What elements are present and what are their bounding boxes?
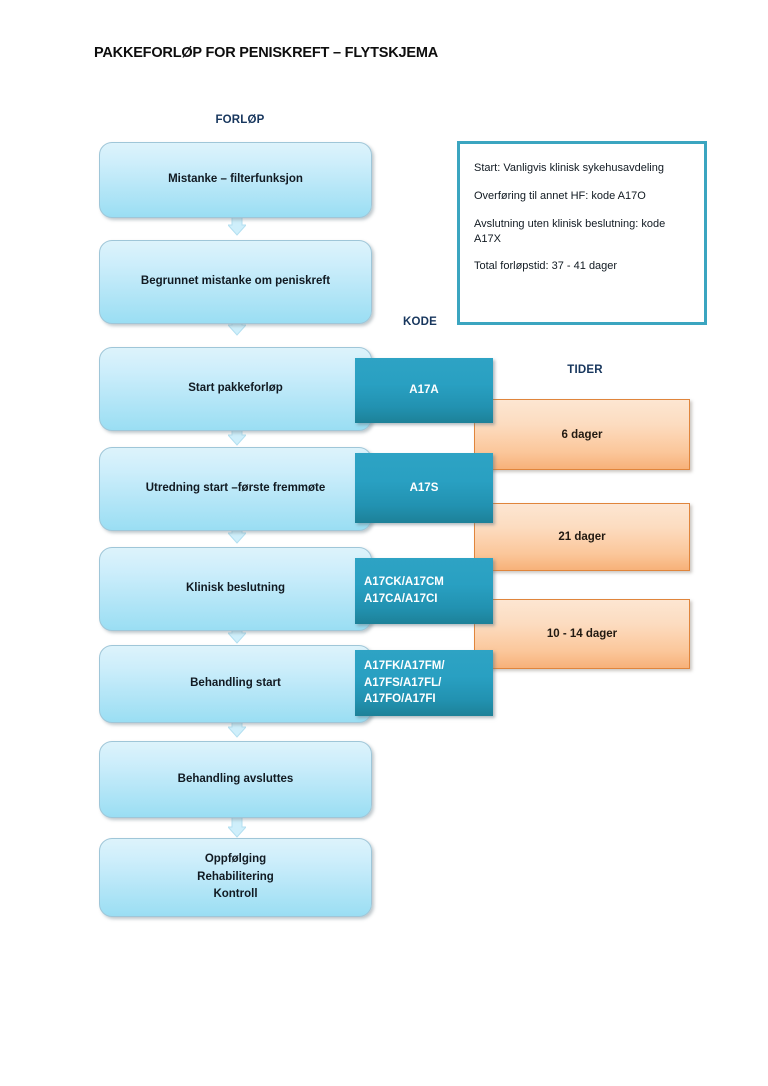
info-line-overforing: Overføring til annet HF: kode A17O (474, 189, 646, 202)
process-label: Behandling avsluttes (177, 772, 294, 785)
time-box-6-dager[interactable]: 6 dager (474, 399, 690, 470)
process-box-oppfolging[interactable]: Oppfølging Rehabilitering Kontroll (99, 838, 372, 917)
process-box-mistanke[interactable]: Mistanke – filterfunksjon (99, 142, 372, 218)
process-label: Behandling start (190, 677, 281, 690)
column-header-tider: TIDER (567, 364, 603, 376)
process-label: Start pakkeforløp (188, 382, 283, 395)
time-label: 10 - 14 dager (546, 628, 618, 640)
process-box-klinisk-beslutning[interactable]: Klinisk beslutning (99, 547, 372, 631)
time-box-10-14-dager[interactable]: 10 - 14 dager (474, 599, 690, 669)
code-label: A17S (409, 481, 439, 494)
process-box-utredning-start[interactable]: Utredning start –første fremmøte (99, 447, 372, 531)
code-box-a17s[interactable]: A17S (355, 453, 493, 523)
info-line-avslutning: Avslutning uten klinisk beslutning: kode… (474, 217, 666, 245)
code-box-behandling-koder[interactable]: A17FK/A17FM/ A17FS/A17FL/ A17FO/A17FI (355, 650, 493, 716)
code-label: A17CK/A17CM A17CA/A17CI (364, 576, 444, 605)
process-label: Klinisk beslutning (185, 582, 286, 595)
process-label: Begrunnet mistanke om peniskreft (140, 275, 331, 288)
process-box-start-pakkeforlop[interactable]: Start pakkeforløp (99, 347, 372, 431)
column-header-kode: KODE (402, 316, 438, 328)
code-box-klinisk-koder[interactable]: A17CK/A17CM A17CA/A17CI (355, 558, 493, 624)
page-title: PAKKEFORLØP FOR PENISKREFT – FLYTSKJEMA (94, 45, 439, 61)
info-line-start: Start: Vanligvis klinisk sykehusavdeling (474, 162, 664, 174)
process-label: Oppfølging Rehabilitering Kontroll (197, 852, 274, 901)
process-box-begrunnet-mistanke[interactable]: Begrunnet mistanke om peniskreft (99, 240, 372, 324)
info-line-total-forlopstid: Total forløpstid: 37 - 41 dager (474, 260, 618, 273)
arrow-connector-7 (228, 816, 246, 838)
info-box: Start: Vanligvis klinisk sykehusavdeling… (457, 141, 707, 325)
code-label: A17FK/A17FM/ A17FS/A17FL/ A17FO/A17FI (364, 659, 445, 706)
process-box-behandling-start[interactable]: Behandling start (99, 645, 372, 723)
time-label: 6 dager (561, 428, 603, 441)
process-box-behandling-avsluttes[interactable]: Behandling avsluttes (99, 741, 372, 818)
column-header-forlop: FORLØP (215, 114, 265, 126)
code-box-a17a[interactable]: A17A (355, 358, 493, 423)
code-label: A17A (409, 384, 439, 397)
time-box-21-dager[interactable]: 21 dager (474, 503, 690, 571)
process-label: Utredning start –første fremmøte (145, 482, 326, 495)
time-label: 21 dager (558, 531, 606, 543)
process-label: Mistanke – filterfunksjon (168, 173, 303, 186)
